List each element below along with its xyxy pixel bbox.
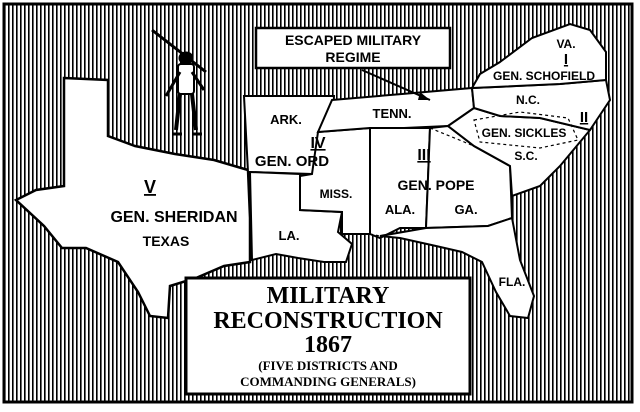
subtitle-line1: (FIVE DISTRICTS AND (258, 358, 397, 373)
state-label-sc: S.C. (514, 149, 537, 163)
state-virginia (470, 22, 607, 90)
state-label-ga: GA. (454, 202, 477, 217)
state-label-nc: N.C. (516, 93, 540, 107)
state-label-fla: FLA. (499, 275, 526, 289)
district-i-numeral: I (564, 51, 568, 68)
title-line1: MILITARY (267, 283, 390, 309)
state-label-ala: ALA. (385, 202, 415, 217)
district-v-numeral: V (144, 177, 156, 197)
district-ii-numeral: II (580, 109, 588, 126)
state-label-la: LA. (279, 228, 300, 243)
district-iv-general: GEN. ORD (255, 153, 329, 170)
district-v-general: GEN. SHERIDAN (110, 209, 237, 226)
district-ii-border (473, 111, 579, 149)
state-label-va: VA. (556, 37, 575, 51)
title-year: 1867 (304, 332, 352, 358)
state-label-ark: ARK. (270, 112, 302, 127)
state-label-miss: MISS. (320, 187, 353, 201)
state-label-tenn: TENN. (373, 106, 412, 121)
callout-arrow (361, 69, 431, 101)
soldier-icon (151, 28, 207, 136)
district-i-general: GEN. SCHOFIELD (493, 69, 595, 83)
district-iii-general: GEN. POPE (397, 177, 474, 193)
callout-line1: ESCAPED MILITARY (285, 32, 422, 48)
state-florida (379, 216, 536, 320)
district-ii-general: GEN. SICKLES (482, 126, 567, 140)
title-line2: RECONSTRUCTION (213, 308, 443, 334)
callout-box (254, 26, 452, 70)
district-iv-numeral: IV (310, 135, 325, 152)
subtitle-line2: COMMANDING GENERALS) (240, 374, 416, 389)
state-label-texas: TEXAS (143, 233, 190, 249)
title-box (184, 276, 472, 396)
callout-line2: REGIME (325, 49, 380, 65)
state-texas (13, 76, 252, 320)
district-iii-numeral: III (417, 147, 430, 164)
